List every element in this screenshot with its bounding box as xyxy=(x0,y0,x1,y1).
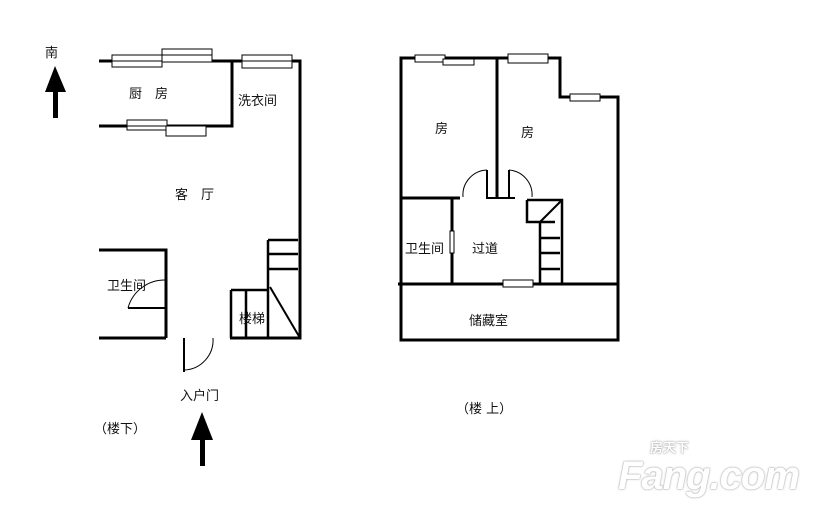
room-label-living: 客 厅 xyxy=(175,188,215,203)
watermark-cn: 房天下 xyxy=(650,440,690,455)
room-label-laundry: 洗衣间 xyxy=(238,94,278,109)
room-label-stairs: 楼梯 xyxy=(239,312,266,327)
room-label-right: 房 xyxy=(521,126,535,141)
watermark-brand: Fang.com xyxy=(618,454,800,498)
room-label-left: 房 xyxy=(435,122,449,137)
compass-label: 南 xyxy=(45,46,59,61)
room-label-corridor: 过道 xyxy=(472,242,499,257)
upstairs-caption: （楼 上） xyxy=(456,402,513,417)
north-arrow-icon xyxy=(45,66,66,118)
room-label-bathroom-up: 卫生间 xyxy=(405,242,445,257)
downstairs-caption: （楼下） xyxy=(94,422,147,437)
entrance-label: 入户门 xyxy=(180,389,220,404)
room-label-bathroom-down: 卫生间 xyxy=(107,279,147,294)
upstairs-windows xyxy=(414,53,601,288)
watermark-logo: 房天下 Fang.com xyxy=(618,440,800,498)
entrance-arrow-icon xyxy=(191,412,213,466)
room-label-storage: 储藏室 xyxy=(469,314,509,329)
entrance-door-arc xyxy=(183,337,214,371)
room-label-kitchen: 厨 房 xyxy=(129,87,169,102)
bathroom-door-arc xyxy=(127,279,167,309)
downstairs-windows xyxy=(111,48,293,137)
